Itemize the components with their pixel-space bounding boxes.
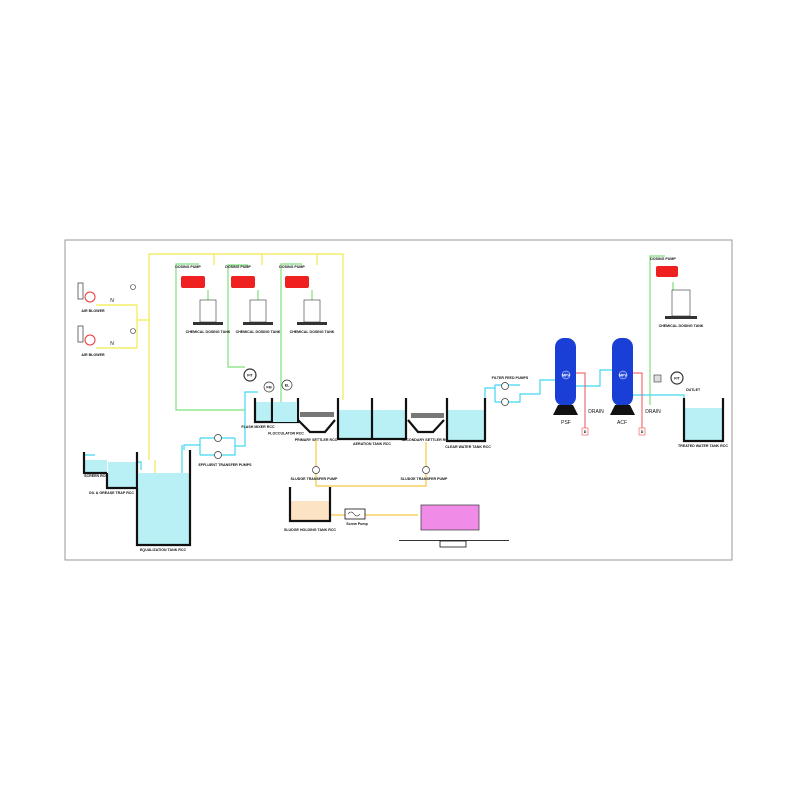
filter-feed-pumps: FILTER FEED PUMPS — [492, 376, 529, 406]
screw-pump: Screw Pump — [344, 508, 369, 526]
check-valve-icon: N — [110, 298, 114, 304]
psf-label: PSF — [561, 420, 571, 426]
pressure-sand-filter: MPV PSF D DRAIN — [553, 338, 604, 436]
pump-icon — [214, 451, 222, 459]
chemical-dosing-tank — [249, 299, 267, 323]
air-blower-1: AIR BLOWER N — [77, 282, 136, 313]
flash-mixer-label: FLASH MIXER RCC — [241, 425, 275, 429]
flocculator-label: FLOCCULATOR RCC — [268, 432, 304, 436]
effluent-transfer-pumps: EFFLUENT TRANSFER PUMPS — [198, 434, 252, 467]
sludge-holding-tank: SLUDGE HOLDING TANK RCC — [284, 487, 336, 532]
dosing-unit-1: DOSING PUMP CHEMICAL DOSING TANK — [175, 265, 231, 334]
pump-icon — [501, 382, 509, 390]
chemical-tank-label: CHEMICAL DOSING TANK — [659, 324, 704, 328]
equalization-label: EQUALIZATION TANK RCC — [140, 548, 187, 552]
level-indicator-icon — [281, 379, 293, 391]
flow-switch-icon — [653, 374, 662, 383]
chemical-dosing-tank — [303, 299, 321, 323]
dosing-pump-label: DOSING PUMP — [279, 265, 305, 269]
dosing-unit-3: DOSING PUMP CHEMICAL DOSING TANK — [279, 265, 335, 334]
drain-box-label: D — [584, 430, 587, 434]
dosing-pump-label: DOSING PUMP — [175, 265, 201, 269]
aeration-tank: AERATION TANK RCC — [336, 398, 408, 446]
fit-label: FIT — [247, 374, 253, 378]
chemical-tank-label: CHEMICAL DOSING TANK — [236, 330, 281, 334]
clear-water-label: CLEAR WATER TANK RCC — [445, 445, 491, 449]
dosing-unit-2: DOSING PUMP CHEMICAL DOSING TANK — [225, 265, 281, 334]
activated-carbon-filter: MPV ACF D DRAIN — [610, 338, 661, 436]
equalization-tank: EQUALIZATION TANK RCC — [135, 450, 192, 552]
air-blower-label: AIR BLOWER — [81, 353, 105, 357]
mpv-label: MPV — [562, 374, 570, 378]
pump-icon — [501, 398, 509, 406]
fm-label: FM — [266, 386, 271, 390]
filter-feed-label: FILTER FEED PUMPS — [492, 376, 529, 380]
aeration-label: AERATION TANK RCC — [353, 442, 391, 446]
screw-pump-label: Screw Pump — [346, 522, 368, 526]
outlet-label: OUTLET — [686, 388, 701, 392]
drain-label: DRAIN — [588, 409, 604, 415]
pressure-gauge-icon — [130, 284, 136, 290]
flow-meter-icon — [263, 381, 275, 393]
flow-indicator-transmitter-icon — [670, 371, 684, 385]
filter-press — [399, 504, 509, 548]
screen-chamber: SCREEN RCC — [82, 452, 108, 478]
sludge-lines — [315, 440, 427, 516]
chemical-dosing-tank — [671, 289, 691, 317]
instruments: FIT FM EL — [243, 368, 293, 393]
effluent-pumps-label: EFFLUENT TRANSFER PUMPS — [198, 463, 252, 467]
secondary-settler-label: SECONDARY SETTLER RCC — [402, 438, 451, 442]
outlet-instruments: FIT OUTLET — [653, 371, 701, 392]
secondary-settler: SECONDARY SETTLER RCC — [402, 413, 451, 442]
dosing-pump — [231, 276, 255, 288]
oil-grease-label: OIL & GREASE TRAP RCC — [89, 491, 135, 495]
flow-indicator-transmitter-icon — [243, 368, 257, 382]
sludge-pump-label: SLUDGE TRANSFER PUMP — [401, 477, 449, 481]
dosing-pump — [181, 276, 205, 288]
pump-icon — [312, 466, 320, 474]
chemical-tank-label: CHEMICAL DOSING TANK — [290, 330, 335, 334]
dosing-pump-label: DOSING PUMP — [225, 265, 251, 269]
treated-water-tank: TREATED WATER TANK RCC — [678, 398, 728, 448]
air-blower-2: AIR BLOWER N — [77, 325, 136, 357]
flash-mixer: FLASH MIXER RCC — [241, 398, 300, 429]
pump-icon — [214, 434, 222, 442]
sludge-holding-label: SLUDGE HOLDING TANK RCC — [284, 528, 336, 532]
sludge-transfer-pump-1: SLUDGE TRANSFER PUMP — [291, 466, 339, 481]
sludge-transfer-pump-2: SLUDGE TRANSFER PUMP — [401, 466, 449, 481]
chemical-dosing-tank — [199, 299, 217, 323]
flocculator: FLOCCULATOR RCC — [268, 402, 304, 436]
clear-water-tank: CLEAR WATER TANK RCC — [445, 398, 491, 449]
pump-icon — [422, 466, 430, 474]
treated-water-label: TREATED WATER TANK RCC — [678, 444, 728, 448]
air-blower-label: AIR BLOWER — [81, 309, 105, 313]
sludge-pump-label: SLUDGE TRANSFER PUMP — [291, 477, 339, 481]
dosing-unit-4: DOSING PUMP CHEMICAL DOSING TANK — [650, 257, 704, 328]
acf-label: ACF — [617, 420, 627, 426]
drain-label: DRAIN — [645, 409, 661, 415]
dosing-pump — [285, 276, 309, 288]
screen-label: SCREEN RCC — [84, 474, 108, 478]
drain-box-label: D — [641, 430, 644, 434]
mpv-label: MPV — [619, 374, 627, 378]
chemical-tank-label: CHEMICAL DOSING TANK — [186, 330, 231, 334]
dosing-pump-label: DOSING PUMP — [650, 257, 676, 261]
el-label: EL — [285, 384, 290, 388]
pressure-gauge-icon — [130, 328, 136, 334]
dosing-pump — [656, 266, 678, 277]
fit-label: FIT — [674, 377, 680, 381]
oil-grease-trap: OIL & GREASE TRAP RCC — [89, 452, 139, 495]
check-valve-icon: N — [110, 341, 114, 347]
